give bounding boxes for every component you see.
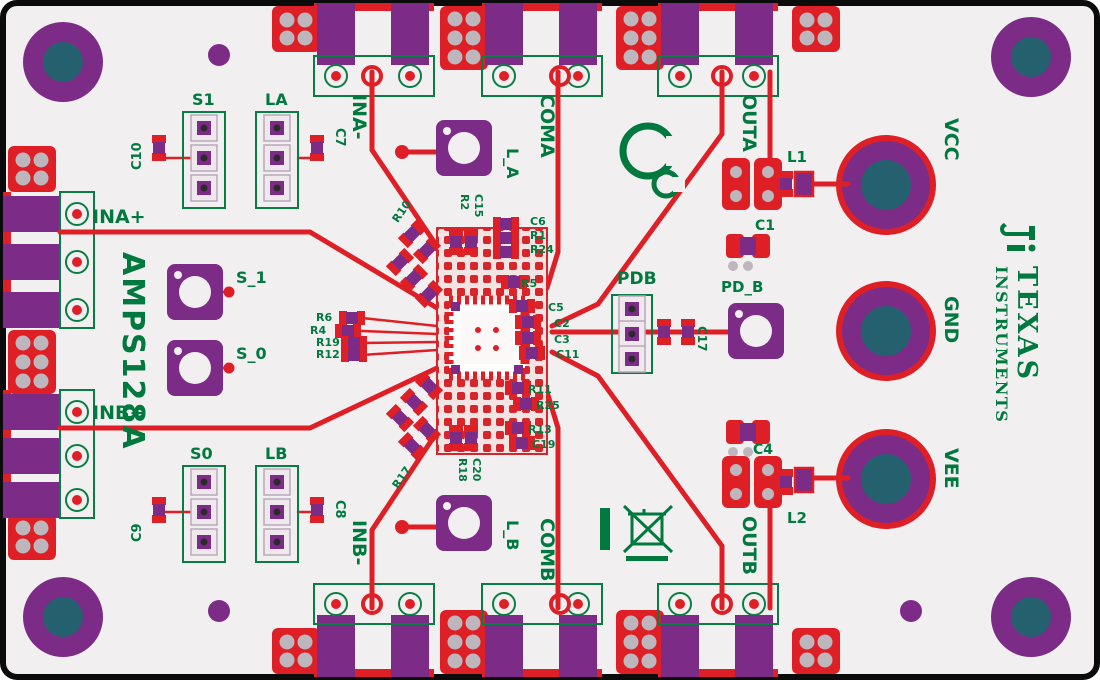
refdes-c17: C17 bbox=[695, 326, 709, 352]
s0-header-footprint bbox=[182, 465, 226, 563]
vee-jack bbox=[836, 429, 936, 529]
label-header-lb: LB bbox=[265, 444, 288, 463]
left-edge-connectors bbox=[3, 191, 95, 519]
refdes-c19: C19 bbox=[532, 438, 556, 451]
brand-word-instruments: INSTRUMENTS bbox=[992, 266, 1011, 424]
refdes-r18: R18 bbox=[456, 458, 469, 482]
refdes-r13: R13 bbox=[528, 423, 552, 436]
refdes-c5: C5 bbox=[548, 301, 564, 314]
weee-bin-icon bbox=[600, 504, 674, 561]
center-breakout bbox=[436, 227, 548, 455]
label-inb-plus: INB+ bbox=[92, 402, 146, 424]
lb-testpoint bbox=[436, 495, 492, 551]
refdes-r6: R6 bbox=[316, 311, 333, 324]
refdes-l2: L2 bbox=[787, 509, 807, 527]
refdes-r1: R1 bbox=[530, 229, 547, 242]
refdes-r12: R12 bbox=[316, 348, 340, 361]
refdes-l1: L1 bbox=[787, 148, 807, 166]
la-header-footprint bbox=[255, 111, 299, 209]
refdes-r19: R19 bbox=[316, 336, 340, 349]
label-testpoint-s1: S_1 bbox=[236, 268, 267, 287]
bottom-edge-connectors bbox=[313, 583, 779, 677]
pdb-header-footprint bbox=[611, 294, 653, 374]
gnd-jack bbox=[836, 281, 936, 381]
brand-wordmark: TEXAS INSTRUMENTS bbox=[992, 266, 1042, 423]
vcc-jack bbox=[836, 135, 936, 235]
label-header-pdb: PDB bbox=[617, 269, 657, 289]
label-header-la: LA bbox=[265, 90, 288, 109]
label-vcc: VCC bbox=[940, 118, 962, 161]
s1-testpoint bbox=[167, 264, 223, 320]
refdes-r4: R4 bbox=[310, 324, 327, 337]
refdes-c6: C6 bbox=[530, 215, 546, 228]
label-testpoint-s0: S_0 bbox=[236, 344, 267, 363]
lb-header-footprint bbox=[255, 465, 299, 563]
refdes-c20: C20 bbox=[470, 458, 483, 482]
refdes-r24: R24 bbox=[530, 243, 554, 256]
refdes-c3: C3 bbox=[554, 333, 570, 346]
right-power-filters bbox=[722, 158, 815, 508]
l2-footprint bbox=[722, 456, 815, 508]
refdes-c1: C1 bbox=[755, 218, 776, 234]
label-vee: VEE bbox=[940, 448, 962, 489]
s0-testpoint bbox=[167, 340, 223, 396]
refdes-c15: C15 bbox=[472, 194, 485, 218]
label-ina-minus: INA- bbox=[348, 94, 370, 140]
refdes-c7: C7 bbox=[332, 128, 347, 147]
label-header-s1: S1 bbox=[192, 90, 215, 109]
label-ina-plus: INA+ bbox=[92, 206, 146, 228]
refdes-c4: C4 bbox=[753, 442, 774, 458]
board-title: AMPS128A bbox=[115, 252, 150, 451]
label-inb-minus: INB- bbox=[348, 520, 370, 566]
refdes-r2: R2 bbox=[458, 194, 471, 211]
label-coma: COMA bbox=[536, 94, 558, 158]
refdes-r25: R25 bbox=[536, 399, 560, 412]
power-jacks bbox=[836, 135, 936, 529]
refdes-c10: C10 bbox=[130, 142, 145, 170]
refdes-r5: R5 bbox=[521, 277, 538, 290]
label-outb: OUTB bbox=[738, 516, 760, 576]
label-header-s0: S0 bbox=[190, 444, 213, 463]
label-testpoint-la: L_A bbox=[503, 148, 522, 179]
c4-footprint bbox=[726, 420, 770, 457]
label-outa: OUTA bbox=[738, 94, 760, 152]
ce-mark-icon bbox=[619, 122, 685, 199]
label-gnd: GND bbox=[940, 296, 962, 344]
label-testpoint-lb: L_B bbox=[503, 520, 522, 551]
mounting-holes bbox=[23, 17, 1071, 657]
pdb-testpoint bbox=[728, 303, 784, 359]
c1-footprint bbox=[726, 234, 770, 271]
l1-footprint bbox=[722, 158, 815, 210]
s1-header-footprint bbox=[182, 111, 226, 209]
ti-brand-block: TEXAS INSTRUMENTS bbox=[992, 222, 1042, 423]
refdes-c8: C8 bbox=[332, 500, 347, 519]
refdes-c9: C9 bbox=[130, 523, 145, 542]
brand-word-texas: TEXAS bbox=[1011, 266, 1042, 383]
la-testpoint bbox=[436, 120, 492, 176]
header-footprints bbox=[182, 111, 653, 563]
label-testpoint-pdb: PD_B bbox=[721, 278, 764, 296]
refdes-r11: R11 bbox=[528, 383, 552, 396]
refdes-c11: C11 bbox=[556, 348, 580, 361]
label-comb: COMB bbox=[536, 518, 558, 582]
ti-bug-icon bbox=[1000, 223, 1036, 252]
refdes-c2: C2 bbox=[554, 317, 570, 330]
